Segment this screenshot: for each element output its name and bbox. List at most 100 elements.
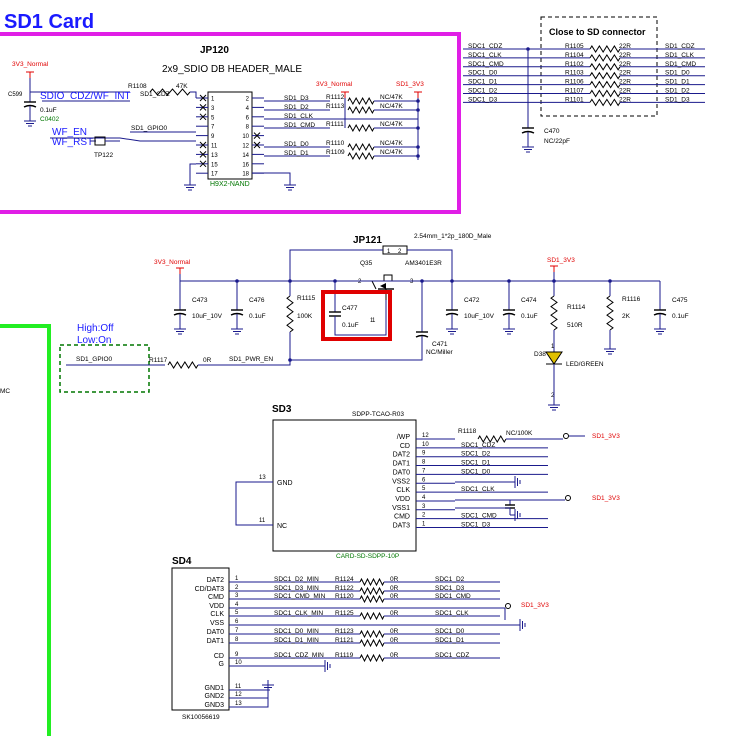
net-left: SDC1_D3: [468, 96, 498, 103]
c477-ref: C477: [342, 305, 358, 312]
power-label-in: 3V3_Normal: [154, 259, 191, 266]
sd3-net: SDC1_D2: [461, 451, 491, 458]
sd4-pin-num: 1: [235, 576, 239, 582]
sd4-net: SDC1_D3_MIN: [274, 585, 319, 592]
nc-x: [199, 151, 207, 158]
res-ref: R1105: [565, 43, 584, 50]
sd4-res-ref: R1119: [335, 652, 354, 659]
sd4-net: SDC1_CLK_MIN: [274, 610, 323, 617]
sd4-out-net: SDC1_CMD: [435, 593, 471, 600]
sd4-pin-name: DAT1: [207, 638, 224, 645]
r1108-ref: R1108: [128, 83, 147, 90]
jp120-pin-num-right: 12: [242, 144, 249, 150]
wire: [189, 163, 196, 180]
res-ref: R1107: [565, 88, 584, 95]
sd4-pin-num: 10: [235, 660, 242, 666]
res-value: 22R: [619, 79, 631, 86]
sd4-series-resistor: [359, 629, 385, 639]
power-frame: [0, 324, 51, 736]
sd4-res-value: 0R: [390, 585, 399, 592]
pullup-resistor: [347, 105, 375, 115]
res-ref: R1102: [565, 61, 584, 68]
c471-value: NC/Miller: [426, 349, 454, 356]
power-label-3v3-normal-mid: 3V3_Normal: [316, 81, 353, 88]
jp120-footprint: H9X2-NAND: [210, 181, 250, 188]
r1114-ref: R1114: [567, 304, 586, 311]
series-resistor: [589, 98, 621, 107]
sd3-pin-name: VSS2: [392, 478, 410, 485]
c475-ref: C475: [672, 297, 688, 304]
sd4-pin-name: CD: [214, 653, 224, 660]
sd4-pin-num: 6: [235, 619, 239, 625]
junction-dot: [416, 99, 420, 103]
sd3-net: SDC1_CDZ: [461, 442, 495, 449]
res-ref: R1101: [565, 96, 584, 103]
wire: [190, 91, 197, 98]
pwr-en-net: SD1_PWR_EN: [229, 356, 273, 363]
sd4-res-ref: R1121: [335, 637, 354, 644]
res-value: 22R: [619, 70, 631, 77]
sd3-net: SDC1_CLK: [461, 486, 495, 493]
net-left: SDC1_D1: [468, 79, 498, 86]
pullup-resistor: [347, 151, 375, 161]
nc-x: [199, 160, 207, 168]
junction-dot: [416, 108, 420, 112]
sd3-pin-name: VDD: [395, 496, 410, 503]
sd4-pin-name: CD/DAT3: [195, 586, 225, 593]
wire: [334, 300, 387, 336]
sd3-pin-name: CMD: [394, 514, 410, 521]
r1117-value: 0R: [203, 357, 212, 364]
res-value: 22R: [619, 88, 631, 95]
c476-value: 0.1uF: [249, 313, 266, 320]
sd3-footprint: CARD-SD-SDPP-10P: [336, 553, 399, 560]
net-right: SD1_D3: [665, 96, 690, 103]
sd3-body: [272, 419, 417, 552]
wire: [252, 172, 291, 180]
capacitor-plate-curved: [445, 312, 459, 316]
sd3-pin-name: CLK: [396, 487, 410, 494]
sd4-pin-name: DAT0: [207, 629, 224, 636]
capacitor-plate-curved: [502, 312, 516, 316]
pullup-resistor: [347, 96, 375, 106]
sd3-pin-num: 10: [422, 442, 429, 448]
sd4-pin-name: GND1: [205, 685, 225, 692]
offpage-port: [565, 495, 571, 501]
res-value: 22R: [619, 61, 631, 68]
c470-value: NC/22pF: [544, 138, 570, 145]
sd3-net: SDC1_D3: [461, 522, 491, 529]
sd4-pin-name: GND2: [205, 693, 225, 700]
sd3-part: SDPP-TCAO-R03: [352, 411, 404, 418]
c599-ref: C599: [8, 92, 23, 98]
sd4-pin-name: VSS: [210, 620, 224, 627]
wire: [50, 137, 196, 142]
sd4-pin-name: DAT2: [207, 577, 224, 584]
q35-diode: [380, 283, 386, 289]
jp120-pin-num-right: 10: [242, 134, 249, 140]
net-left: SDC1_CMD: [468, 61, 504, 68]
jp120-pin-num-left: 7: [211, 125, 215, 131]
sd4-pin-num: 7: [235, 628, 239, 634]
sd3-pin-num: 12: [422, 433, 429, 439]
sd3-net: SDC1_CMD: [461, 513, 497, 520]
capacitor-plate-curved: [521, 130, 535, 134]
jp120-frame: [0, 32, 461, 214]
jp121-ref: JP121: [353, 235, 382, 246]
jp120-pin-num-left: 11: [211, 144, 218, 150]
net-left: SDC1_CDZ: [468, 43, 502, 50]
sd4-res-value: 0R: [390, 610, 399, 617]
r1115-value: 100K: [297, 313, 313, 320]
sd4-net: SDC1_D0_MIN: [274, 628, 319, 635]
sd4-series-resistor: [359, 594, 385, 604]
wire: [289, 249, 383, 281]
net-right: SD1_D2: [665, 88, 690, 95]
wire: [290, 346, 423, 361]
sd4-pin-num: 11: [235, 684, 242, 690]
res-ref: R1104: [565, 52, 584, 59]
net-label: SD1_D2: [284, 104, 309, 111]
q35-pin3: 3: [410, 279, 414, 285]
jp120-pin-num-left: 17: [211, 172, 218, 178]
sd3-pin-num: 8: [422, 460, 426, 466]
jp120-pin-num-right: 18: [242, 172, 249, 178]
r1114-value: 510R: [567, 322, 583, 329]
sd4-out-net: SDC1_CLK: [435, 610, 469, 617]
